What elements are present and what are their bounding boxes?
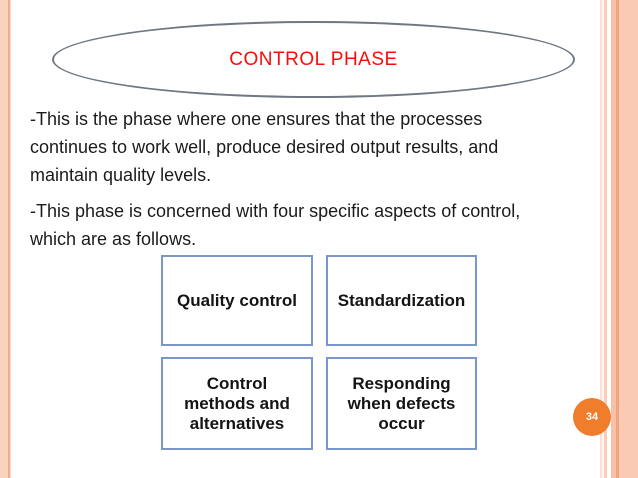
box-control-methods: Control methods and alternatives	[161, 357, 313, 450]
box-standardization: Standardization	[326, 255, 477, 346]
slide-title: CONTROL PHASE	[229, 48, 398, 70]
page-number: 34	[585, 411, 599, 423]
box-responding-defects: Responding when defects occur	[326, 357, 477, 450]
paragraph-phase-description: -This is the phase where one ensures tha…	[30, 109, 499, 185]
page-number-badge: 34	[573, 398, 611, 436]
box-quality-control: Quality control	[161, 255, 313, 346]
right-stripe-border	[600, 0, 638, 478]
left-stripe-border	[0, 0, 12, 478]
body-text: -This is the phase where one ensures tha…	[30, 105, 555, 253]
title-ellipse: CONTROL PHASE	[52, 21, 575, 98]
paragraph-four-aspects: -This phase is concerned with four speci…	[30, 201, 521, 249]
